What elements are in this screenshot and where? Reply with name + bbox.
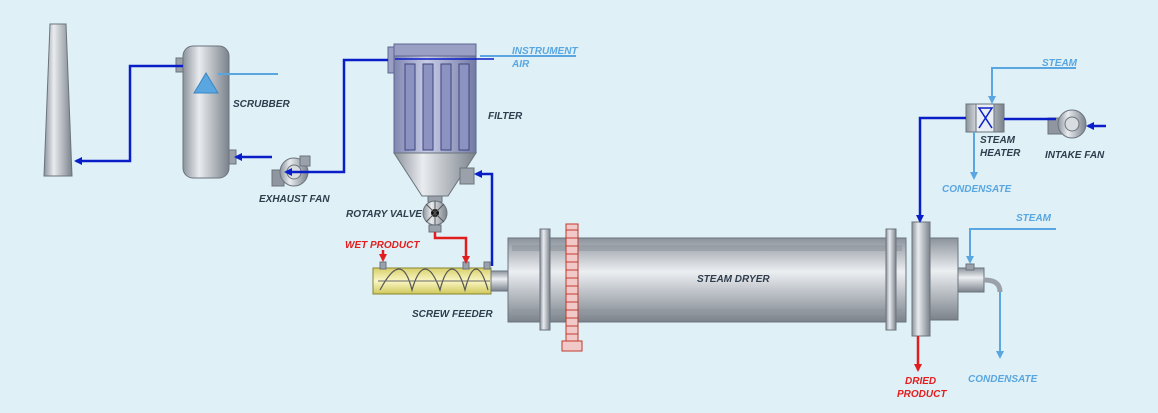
screw-feeder bbox=[372, 261, 510, 295]
utility-lines bbox=[496, 55, 1076, 359]
label-exhaust-fan: EXHAUST FAN bbox=[259, 194, 330, 205]
rotary-valve bbox=[422, 200, 448, 233]
intake-fan bbox=[1047, 109, 1087, 139]
label-dried-product-1: DRIED bbox=[905, 376, 936, 387]
exhaust-stack bbox=[43, 23, 73, 177]
label-instrument-air-2: AIR bbox=[511, 59, 530, 70]
label-dried-product-2: PRODUCT bbox=[897, 389, 947, 400]
label-condensate-top: CONDENSATE bbox=[942, 184, 1012, 195]
label-condensate-bottom: CONDENSATE bbox=[968, 374, 1038, 385]
steam-heater bbox=[965, 103, 1005, 133]
filter-bags bbox=[404, 63, 470, 151]
label-steam-top: STEAM bbox=[1042, 58, 1078, 69]
bag-filter bbox=[387, 43, 496, 203]
steam-dryer bbox=[507, 221, 1003, 352]
label-instrument-air-1: INSTRUMENT bbox=[512, 46, 578, 57]
label-screw-feeder: SCREW FEEDER bbox=[412, 309, 493, 320]
label-steam-dryer: STEAM DRYER bbox=[697, 274, 770, 285]
label-steam-heater-1: STEAM bbox=[980, 135, 1016, 146]
label-rotary-valve: ROTARY VALVE bbox=[346, 209, 422, 220]
label-steam-right: STEAM bbox=[1016, 213, 1052, 224]
product-lines bbox=[379, 232, 922, 372]
label-wet-product: WET PRODUCT bbox=[345, 240, 420, 251]
label-intake-fan: INTAKE FAN bbox=[1045, 150, 1105, 161]
label-steam-heater-2: HEATER bbox=[980, 148, 1021, 159]
label-filter: FILTER bbox=[488, 111, 523, 122]
process-lines bbox=[74, 58, 1106, 266]
label-scrubber: SCRUBBER bbox=[233, 99, 290, 110]
ring-gear bbox=[561, 223, 583, 352]
